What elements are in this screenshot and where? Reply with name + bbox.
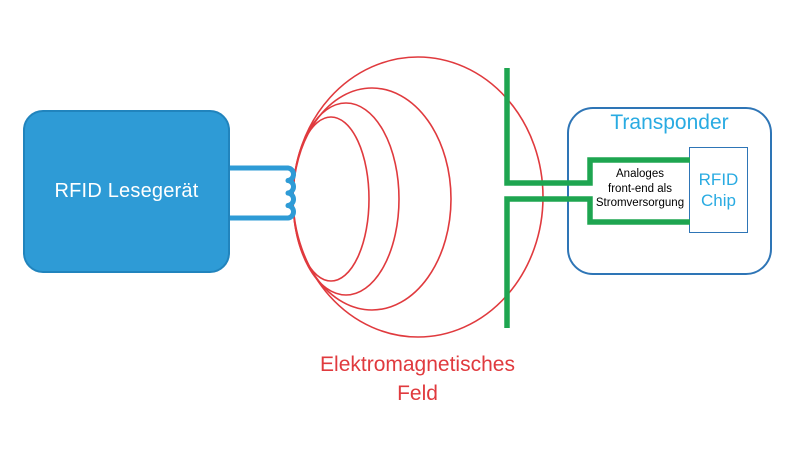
frontend-label: Analoges front-end als Stromversorgung — [586, 167, 694, 211]
rfid-chip-box: RFID Chip — [689, 147, 748, 233]
field-ellipse-inner — [292, 116, 370, 282]
frontend-label-line3: Stromversorgung — [595, 197, 685, 209]
rfid-reader-label: RFID Lesegerät — [54, 180, 199, 202]
rfid-chip-label-line2: Chip — [701, 191, 736, 210]
field-ellipse-2 — [292, 87, 452, 311]
transponder-title: Transponder — [610, 111, 729, 134]
frontend-label-line1: Analoges — [616, 168, 664, 180]
field-label-line1: Elektromagnetisches — [320, 353, 515, 376]
frontend-label-line2: front-end als — [608, 182, 672, 195]
field-ellipse-outer — [292, 56, 544, 338]
rfid-chip-label-line1: RFID — [698, 170, 739, 189]
reader-coil-icon — [230, 165, 296, 221]
field-ellipses — [292, 56, 544, 338]
rfid-reader-box: RFID Lesegerät — [23, 110, 230, 273]
field-label: Elektromagnetisches Feld — [265, 350, 570, 408]
field-label-line2: Feld — [397, 382, 438, 405]
field-ellipse-3 — [292, 102, 400, 296]
